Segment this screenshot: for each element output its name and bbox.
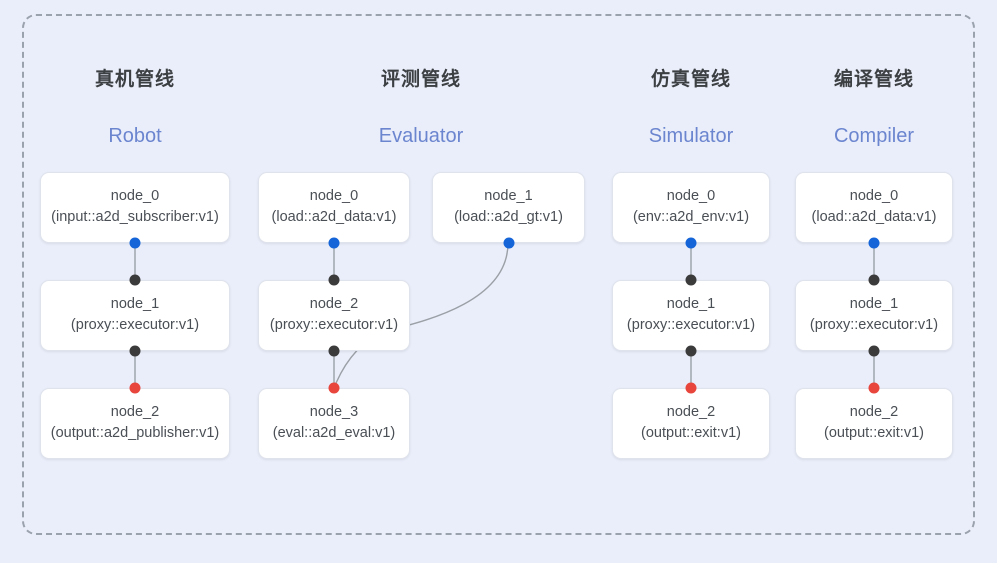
port-blue-bottom[interactable] [868, 237, 880, 249]
column-title-cn-simulator: 仿真管线 [650, 69, 732, 90]
port-black-top[interactable] [685, 274, 697, 286]
node-name-label: node_0 [849, 188, 899, 205]
node-type-label: (eval::a2d_eval:v1) [272, 425, 396, 441]
node-type-label: (load::a2d_data:v1) [811, 209, 937, 225]
node-name-label: node_0 [666, 188, 716, 205]
node-type-label: (output::exit:v1) [641, 425, 741, 441]
port-red-top[interactable] [328, 382, 340, 394]
node-type-label: (proxy::executor:v1) [809, 317, 939, 333]
port-black-bottom[interactable] [868, 345, 880, 357]
port-black-bottom[interactable] [685, 345, 697, 357]
port-blue-bottom[interactable] [503, 237, 514, 249]
node-robot-node_1[interactable]: node_1(proxy::executor:v1) [40, 280, 230, 351]
column-title-cn-robot: 真机管线 [94, 69, 176, 90]
node-name-label: node_2 [666, 404, 716, 421]
node-name-label: node_1 [110, 296, 160, 313]
node-type-label: (proxy::executor:v1) [626, 317, 756, 333]
column-title-en-simulator: Simulator [648, 125, 734, 147]
port-black-bottom[interactable] [328, 345, 340, 357]
pipeline-diagram-frame [22, 14, 975, 535]
column-title-en-robot: Robot [108, 125, 162, 147]
port-black-top[interactable] [868, 274, 880, 286]
node-name-label: node_2 [309, 296, 359, 313]
node-type-label: (output::exit:v1) [824, 425, 924, 441]
node-type-label: (env::a2d_env:v1) [632, 209, 750, 225]
node-compiler-node_0[interactable]: node_0(load::a2d_data:v1) [795, 172, 953, 243]
node-type-label: (proxy::executor:v1) [70, 317, 200, 333]
node-type-label: (load::a2d_gt:v1) [454, 209, 563, 225]
column-title-en-evaluator: Evaluator [378, 125, 464, 147]
node-type-label: (load::a2d_data:v1) [271, 209, 397, 225]
port-red-top[interactable] [685, 382, 697, 394]
node-name-label: node_3 [309, 404, 359, 421]
node-name-label: node_1 [484, 188, 533, 205]
port-blue-bottom[interactable] [129, 237, 141, 249]
node-type-label: (input::a2d_subscriber:v1) [51, 209, 219, 225]
node-evaluator-node_2[interactable]: node_2(proxy::executor:v1) [258, 280, 410, 351]
node-simulator-node_0[interactable]: node_0(env::a2d_env:v1) [612, 172, 770, 243]
node-name-label: node_2 [110, 404, 160, 421]
node-robot-node_2[interactable]: node_2(output::a2d_publisher:v1) [40, 388, 230, 459]
port-black-bottom[interactable] [129, 345, 141, 357]
column-title-cn-evaluator: 评测管线 [380, 69, 462, 90]
node-type-label: (output::a2d_publisher:v1) [50, 425, 220, 441]
column-title-en-compiler: Compiler [833, 125, 915, 147]
node-type-label: (proxy::executor:v1) [269, 317, 399, 333]
node-evaluator-node_1[interactable]: node_1(load::a2d_gt:v1) [432, 172, 585, 243]
port-blue-bottom[interactable] [685, 237, 697, 249]
node-name-label: node_0 [110, 188, 160, 205]
node-simulator-node_1[interactable]: node_1(proxy::executor:v1) [612, 280, 770, 351]
node-name-label: node_1 [666, 296, 716, 313]
column-title-cn-compiler: 编译管线 [833, 69, 915, 90]
node-evaluator-node_0[interactable]: node_0(load::a2d_data:v1) [258, 172, 410, 243]
port-black-top[interactable] [129, 274, 141, 286]
node-compiler-node_1[interactable]: node_1(proxy::executor:v1) [795, 280, 953, 351]
port-red-top[interactable] [868, 382, 880, 394]
node-evaluator-node_3[interactable]: node_3(eval::a2d_eval:v1) [258, 388, 410, 459]
node-robot-node_0[interactable]: node_0(input::a2d_subscriber:v1) [40, 172, 230, 243]
port-red-top[interactable] [129, 382, 141, 394]
node-simulator-node_2[interactable]: node_2(output::exit:v1) [612, 388, 770, 459]
node-name-label: node_0 [309, 188, 359, 205]
port-black-top[interactable] [328, 274, 340, 286]
node-name-label: node_2 [849, 404, 899, 421]
node-compiler-node_2[interactable]: node_2(output::exit:v1) [795, 388, 953, 459]
node-name-label: node_1 [849, 296, 899, 313]
port-blue-bottom[interactable] [328, 237, 340, 249]
